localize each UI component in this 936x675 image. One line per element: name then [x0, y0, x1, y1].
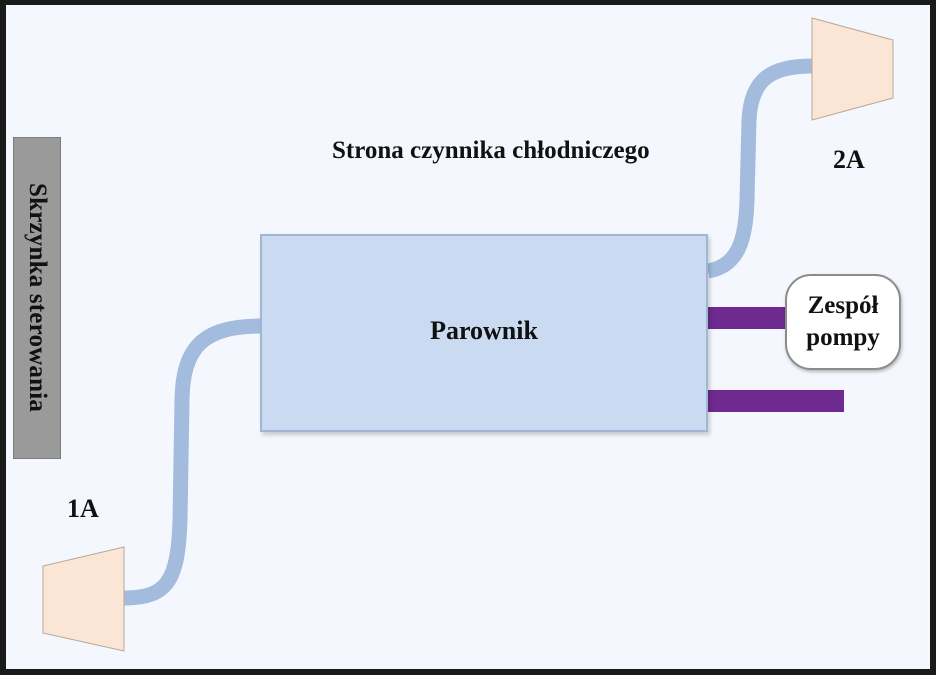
pipe-1a-to-evaporator: [123, 318, 263, 606]
control-box: Skrzynka sterowania: [13, 137, 61, 459]
pump-line-lower: [708, 390, 844, 412]
pump-line-upper: [708, 307, 788, 329]
pump-unit-label-line2: pompy: [806, 324, 880, 351]
pump-unit-box: Zespół pompy: [785, 274, 901, 370]
control-box-label: Skrzynka sterowania: [24, 183, 51, 413]
pump-unit-label: Zespół pompy: [791, 290, 895, 354]
evaporator-label: Parownik: [430, 316, 538, 345]
evaporator-box: Parownik: [260, 234, 708, 432]
pipe-evaporator-to-2a: [706, 58, 813, 279]
pump-unit-label-line1: Zespół: [807, 292, 879, 319]
refrigerant-side-label: Strona czynnika chłodniczego: [332, 137, 650, 164]
inlet-port-label: 1A: [67, 494, 99, 523]
nozzle-1a-shape: [42, 546, 125, 652]
outlet-port-label: 2A: [833, 145, 865, 174]
nozzle-2a-shape: [811, 17, 894, 121]
